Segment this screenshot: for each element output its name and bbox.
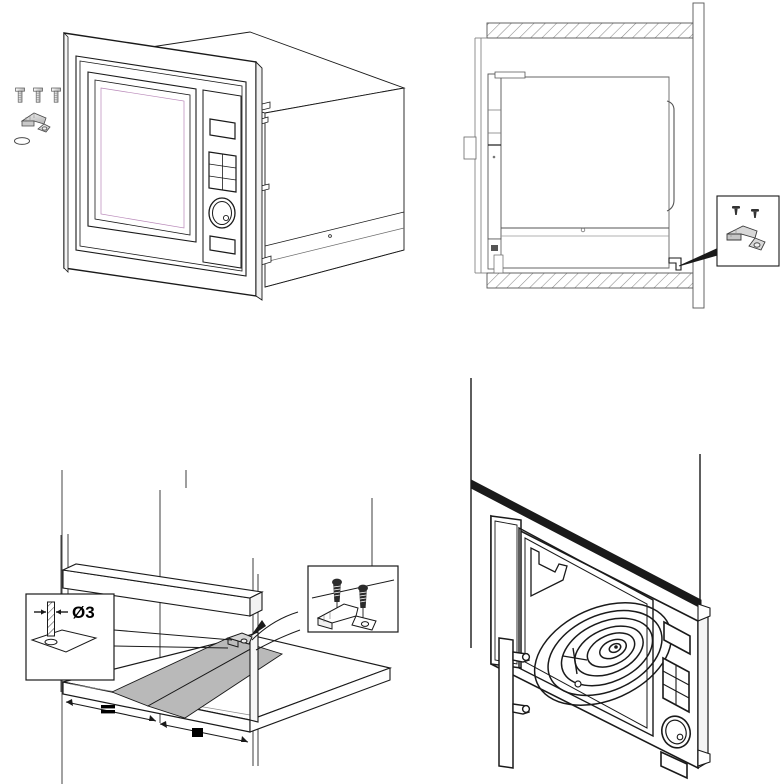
- mounting-bracket-icon: [20, 112, 51, 133]
- door-open-button[interactable]: [209, 235, 236, 255]
- washer-ring-icon: [14, 137, 30, 145]
- bracket-callout-leader: [250, 611, 301, 651]
- dimension-label-left: [101, 705, 115, 714]
- cabinet-front-stile: [692, 2, 705, 309]
- drill-hole-callout: Ø3: [25, 593, 115, 681]
- hole-diameter-label: Ø3: [72, 603, 95, 622]
- side-fixing-screw: [512, 703, 531, 715]
- callout-screw-icon: [751, 209, 759, 218]
- mounting-screw-icon: [51, 87, 61, 103]
- door-window: [87, 71, 197, 243]
- dimension-label-right: [192, 728, 203, 737]
- panel-appliance-overview: [0, 0, 420, 330]
- cabinet-top-panel: [486, 22, 694, 39]
- keypad[interactable]: [662, 656, 690, 714]
- dial-knob[interactable]: [658, 712, 695, 751]
- rear-connector: [463, 136, 477, 160]
- panel-cabinet-section: [455, 0, 781, 330]
- appliance-section-outline: [487, 71, 675, 274]
- mounting-screw-group: [15, 87, 61, 103]
- callout-screw-icon: [332, 578, 342, 622]
- dimension-line-right: [159, 721, 249, 743]
- callout-screw-icon: [358, 584, 368, 625]
- open-door-panel: [490, 515, 522, 769]
- oven-cavity: [518, 526, 673, 738]
- panel-install-appliance: [455, 368, 781, 784]
- control-panel: [658, 620, 695, 780]
- callout-screw-icon: [732, 206, 740, 215]
- display-icon: [209, 118, 236, 140]
- mounting-screw-icon: [33, 87, 43, 103]
- cabinet-bottom-panel: [486, 272, 694, 289]
- mounting-screw-icon: [15, 87, 25, 103]
- turntable-rings: [533, 602, 673, 706]
- cabinet-guides: [470, 378, 701, 648]
- bracket-fixing-callout: [307, 565, 399, 633]
- bracket-screw-callout: [716, 195, 780, 267]
- control-panel: [202, 89, 242, 269]
- panel-shelf-drilling: Ø3: [0, 470, 420, 784]
- diameter-arrows: [34, 609, 68, 615]
- display-icon: [663, 620, 691, 656]
- side-fixing-screw: [512, 651, 531, 663]
- cabinet-side-wall: [249, 631, 259, 723]
- door-open-button[interactable]: [660, 750, 688, 780]
- dial-knob[interactable]: [208, 197, 236, 229]
- callout-bracket-icon: [316, 603, 377, 631]
- shaded-mounting-zone: [110, 637, 284, 719]
- installed-bracket: [668, 257, 682, 271]
- drill-callout-leader: [113, 629, 233, 649]
- cabinet-rear-rail: [61, 563, 264, 617]
- callout-bracket-icon: [726, 225, 766, 251]
- cabinet-rear-wall: [474, 37, 487, 274]
- keypad[interactable]: [208, 151, 237, 193]
